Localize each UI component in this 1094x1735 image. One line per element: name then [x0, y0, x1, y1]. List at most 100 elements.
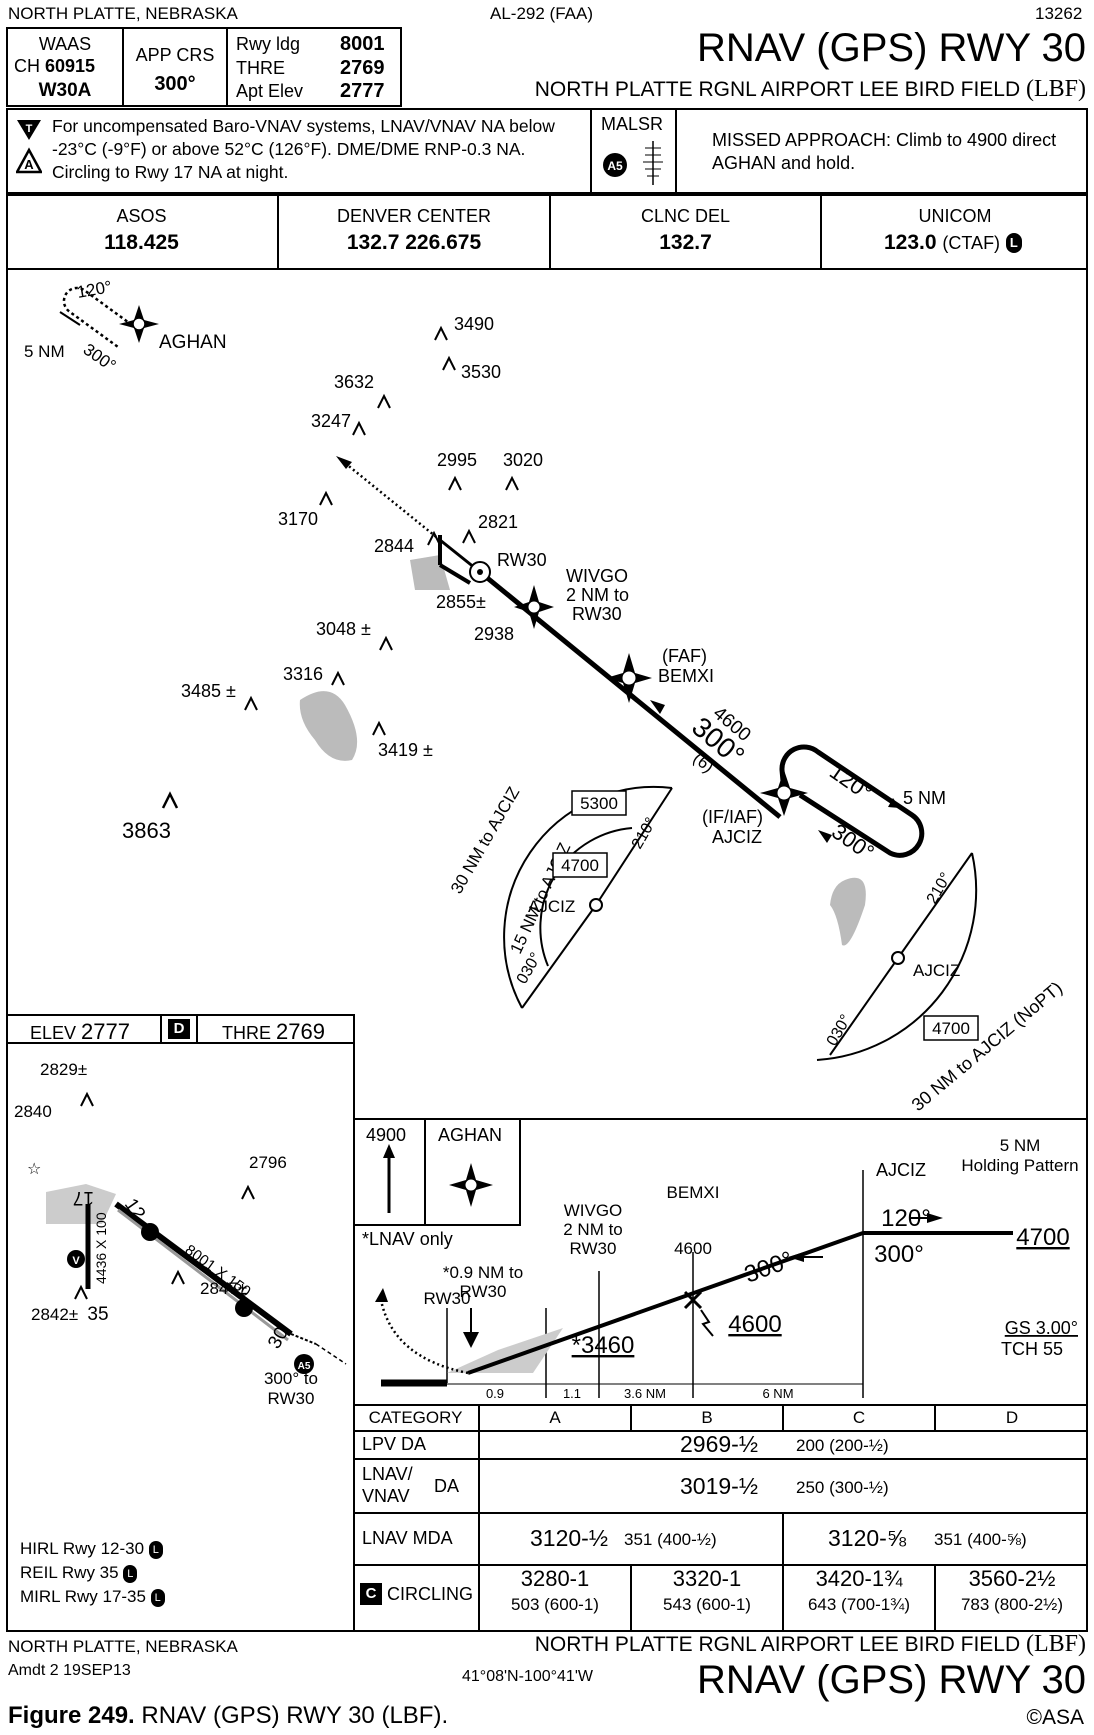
svg-text:5300: 5300: [580, 794, 618, 813]
circ-b-value: 3320-1: [672, 1566, 742, 1591]
figure-caption: Figure 249. RNAV (GPS) RWY 30 (LBF).: [8, 1702, 448, 1730]
lnav-label: LNAV MDA: [362, 1528, 453, 1548]
lnav-only-note: *LNAV only: [362, 1229, 453, 1249]
obstacle: 2938: [474, 624, 514, 644]
min-header-category: CATEGORY: [368, 1408, 463, 1427]
svg-text:12: 12: [120, 1195, 149, 1224]
distance-scale: 0.9 1.1 3.6 NM 6 NM: [447, 1383, 863, 1401]
procedure-id: AL-292 (FAA): [490, 4, 593, 23]
svg-text:300°: 300°: [741, 1246, 797, 1288]
svg-text:35: 35: [87, 1304, 108, 1325]
svg-text:2855±: 2855±: [436, 592, 486, 612]
ch-label: CH 60915: [14, 56, 96, 76]
obstacle: 3170: [278, 490, 333, 529]
plan-view-frame: [6, 270, 1088, 1632]
svg-text:BEMXI: BEMXI: [667, 1183, 720, 1202]
comm-center-freq: 132.7 226.675: [346, 231, 482, 254]
lpv-label: LPV DA: [362, 1434, 427, 1454]
comms-div-2: [549, 194, 551, 270]
notes-line-3: Circling to Rwy 17 NA at night.: [52, 162, 289, 182]
svg-text:3419 ±: 3419 ±: [378, 740, 433, 760]
notes-divider-2: [675, 108, 677, 194]
circling-label: CIRCLING: [387, 1584, 474, 1604]
hold-fix: AGHAN: [438, 1125, 503, 1145]
notes-icons: T A: [16, 120, 42, 174]
comms-box: [6, 194, 1088, 270]
d-badge: D: [168, 1019, 190, 1039]
obstacle: 2855±: [436, 592, 486, 612]
minimums-table: [353, 1404, 1088, 1632]
min-vline-0: [478, 1404, 480, 1632]
svg-text:RW30: RW30: [497, 550, 547, 570]
circ-b-hat: 543 (600-1): [663, 1595, 751, 1614]
svg-text:300°: 300°: [827, 819, 879, 866]
svg-text:0.9: 0.9: [486, 1386, 504, 1401]
notes-line-1: For uncompensated Baro-VNAV systems, LNA…: [52, 116, 555, 136]
min-hline-3: [353, 1512, 1088, 1514]
plan-obstacles: 3490 3530 3632 3247 2995 3020 3170 2821 …: [122, 314, 543, 843]
min-vline-1: [630, 1404, 632, 1430]
obstacle: 2821: [462, 512, 518, 544]
footer-airport-text: NORTH PLATTE RGNL AIRPORT LEE BIRD FIELD: [534, 1633, 1021, 1656]
airport-name: NORTH PLATTE RGNL AIRPORT LEE BIRD FIELD…: [535, 76, 1086, 103]
circ-a-value: 3280-1: [520, 1566, 590, 1591]
svg-text:V: V: [72, 1255, 80, 1267]
svg-text:RW30: RW30: [424, 1289, 471, 1308]
notes-box: [6, 108, 1088, 194]
ajciz-iaf-fix: (IF/IAF) AJCIZ: [702, 770, 808, 847]
waas-id: W30A: [38, 80, 92, 101]
obstacle: 3419 ±: [372, 720, 433, 760]
svg-text:WIVGO: WIVGO: [564, 1201, 623, 1220]
footer-coords: 41°08'N-100°41'W: [462, 1668, 593, 1685]
svg-text:(IF/IAF): (IF/IAF): [702, 807, 763, 827]
obstacle: 3490: [434, 314, 494, 341]
missed-approach-line-2: AGHAN and hold.: [712, 153, 856, 173]
comm-clnc-label: CLNC DEL: [640, 206, 731, 226]
svg-text:120°: 120°: [75, 277, 113, 302]
notes-line-2: -23°C (-9°F) or above 52°C (126°F). DME/…: [52, 139, 526, 159]
svg-text:AJCIZ: AJCIZ: [528, 897, 575, 916]
obstacle: [241, 1184, 255, 1200]
svg-text:17: 17: [73, 1187, 94, 1208]
min-header-a: A: [549, 1408, 561, 1427]
footer-amdt: Amdt 2 19SEP13: [8, 1662, 131, 1679]
svg-text:2 NM to: 2 NM to: [563, 1220, 623, 1239]
hold-alt: 4900: [366, 1125, 407, 1145]
svg-text:3.6 NM: 3.6 NM: [624, 1386, 666, 1401]
airport-code: (LBF): [1026, 76, 1086, 102]
obstacle: 2844: [374, 530, 441, 556]
thre-label: THRE: [236, 58, 285, 78]
circ-a-hat: 503 (600-1): [511, 1595, 599, 1614]
svg-text:210°: 210°: [924, 870, 955, 907]
lake-2: [830, 877, 866, 946]
svg-text:2847±: 2847±: [200, 1279, 247, 1298]
circ-c-hat: 643 (700-1¾): [807, 1595, 911, 1614]
comms-div-1: [277, 194, 279, 270]
malsr-icons: A5: [603, 141, 663, 185]
lpv-hat: 200 (200-½): [796, 1436, 889, 1455]
lighting-mirl: MIRL Rwy 17-35 L: [20, 1587, 165, 1607]
svg-text:3316: 3316: [283, 664, 323, 684]
profile-frame: [353, 1118, 1088, 1404]
lpv-value: 2969-½: [680, 1431, 759, 1457]
unicom-ctaf: (CTAF): [942, 233, 1001, 253]
lnavvnav-hat: 250 (300-½): [796, 1478, 889, 1497]
svg-text:5 NM: 5 NM: [1000, 1136, 1041, 1155]
obstacle: 3485 ±: [181, 681, 258, 711]
l-icon: L: [1005, 233, 1022, 254]
obstacle: [171, 1269, 185, 1285]
svg-text:3170: 3170: [278, 509, 318, 529]
lnavvnav-value: 3019-½: [680, 1473, 759, 1499]
svg-text:☆: ☆: [27, 1161, 41, 1178]
bemxi-fix: (FAF) BEMXI: [606, 646, 714, 703]
svg-text:5 NM: 5 NM: [24, 342, 65, 361]
svg-text:30: 30: [264, 1324, 293, 1353]
aghan-holding-pattern: 120° 300° 5 NM: [24, 277, 133, 375]
app-crs-label: APP CRS: [135, 45, 215, 65]
svg-text:3247: 3247: [311, 411, 351, 431]
profile-bemxi-fix: [683, 1290, 703, 1310]
svg-text:120°: 120°: [825, 759, 877, 806]
svg-text:RW30: RW30: [572, 604, 622, 624]
svg-text:2844: 2844: [374, 536, 414, 556]
notes-divider-1: [590, 108, 592, 194]
